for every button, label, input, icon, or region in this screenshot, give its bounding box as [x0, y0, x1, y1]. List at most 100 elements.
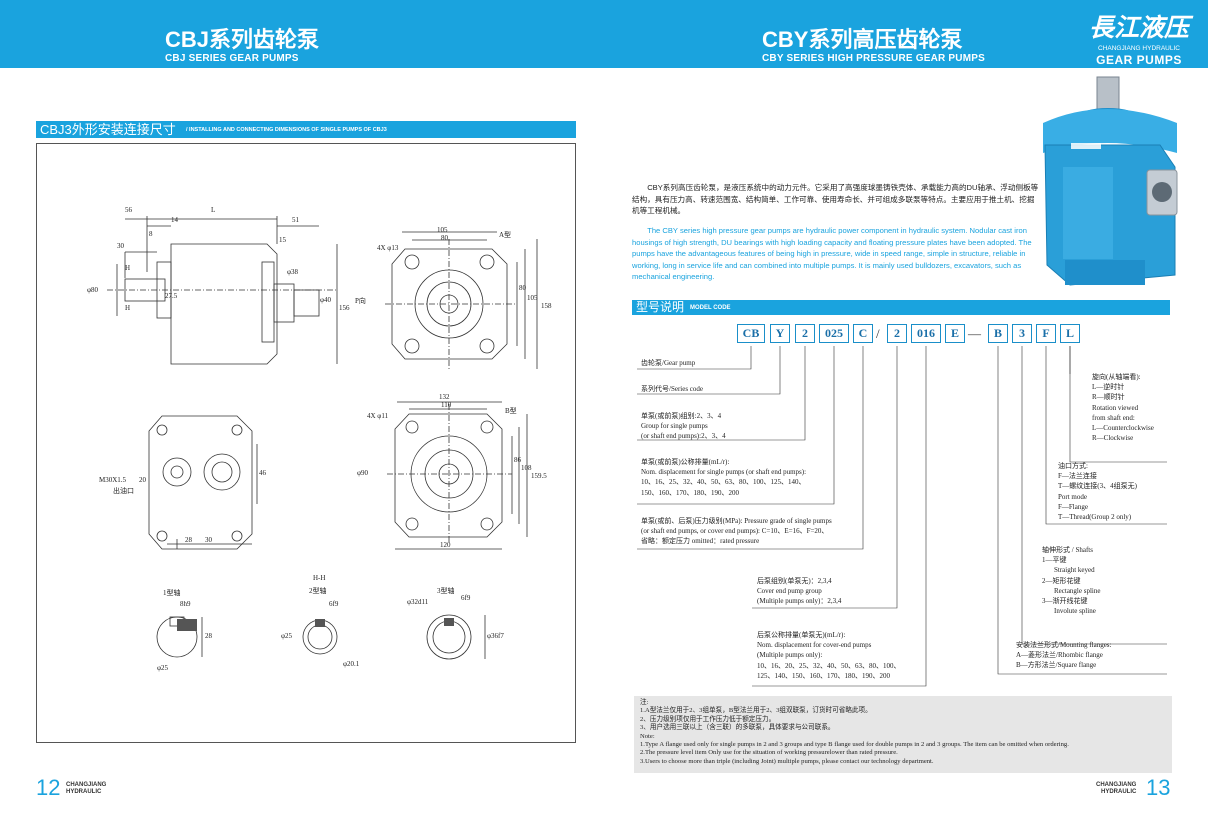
label-line: 10、16、20、25、32、40、50、63、80、100、 — [757, 661, 901, 670]
dim-label: 132 — [439, 393, 450, 401]
footer-brand-line: CHANGJIANG — [1096, 782, 1137, 788]
label-group: 单泵(或前泵)组别:2、3、4 Group for single pumps (… — [641, 411, 726, 442]
label-line: 125、140、150、160、170、180、190、200 — [757, 671, 890, 680]
code-part: L — [1060, 324, 1080, 343]
dim-label: 108 — [521, 464, 532, 472]
dim-label: 46 — [259, 469, 266, 477]
dim-label: φ32d11 — [407, 598, 429, 606]
shaft3-section — [426, 614, 472, 660]
dim-label: φ36f7 — [487, 632, 504, 640]
label-line: 齿轮泵/Gear pump — [641, 359, 696, 367]
section-label: H-H — [313, 574, 326, 582]
dim-label: 30 — [205, 536, 212, 544]
label-port: 油口方式: F—法兰连接 T—螺纹连接(3、4组泵无) Port mode F—… — [1058, 461, 1137, 522]
model-section-subtitle: MODEL CODE — [690, 305, 731, 311]
label-line: B—方形法兰/Square flange — [1016, 661, 1097, 670]
dim-label: φ90 — [357, 469, 369, 477]
label-line: Rectangle spline — [1054, 586, 1101, 595]
label-line: 单泵(或前泵)公称排量(mL/r): — [641, 458, 730, 466]
footer-brand-line: CHANGJIANG — [66, 782, 107, 788]
left-section-title: CBJ3外形安装连接尺寸 — [40, 122, 176, 137]
dim-label: 出油口 — [113, 487, 134, 495]
label-line: Group for single pumps — [641, 422, 708, 431]
dim-label: φ25 — [157, 664, 169, 672]
notes-box: 注: 1.A型法兰仅用于2、3组单泵，B型法兰用于2、3组双联泵，订货时可省略此… — [634, 696, 1172, 773]
shaft3-name: 3型轴 — [437, 587, 455, 595]
dim-label: 28 — [205, 632, 212, 640]
label-line: T—螺纹连接(3、4组泵无) — [1058, 482, 1137, 491]
dim-label: φ80 — [87, 286, 99, 294]
label-line: (Multiple pumps only): — [757, 651, 823, 660]
right-page-number: 13 — [1146, 775, 1171, 800]
logo-english: CHANGJIANG HYDRAULIC — [1098, 45, 1180, 52]
footer-brand-line: HYDRAULIC — [1101, 788, 1137, 795]
dim-label: 159.5 — [531, 472, 547, 480]
dim-label: φ25 — [281, 632, 293, 640]
code-part: E — [945, 324, 965, 343]
label-line: 1—平键 — [1042, 556, 1067, 565]
label-rear-displacement: 后泵公称排量(单泵无)(mL/r): Nom. displacement for… — [757, 630, 901, 681]
label-gear-pump: 齿轮泵/Gear pump — [641, 358, 695, 368]
code-part: 025 — [819, 324, 849, 343]
note-line: 1.A型法兰仅用于2、3组单泵，B型法兰用于2、3组双联泵，订货时可省略此项。 — [640, 707, 872, 715]
dim-label: M30X1.5 — [99, 476, 127, 484]
note-line: 3.Users to choose more than triple (incl… — [640, 757, 934, 765]
left-section-bar: CBJ3外形安装连接尺寸 / INSTALLING AND CONNECTING… — [36, 121, 576, 138]
label-line: Rotation viewed — [1092, 403, 1139, 412]
logo-tagline: GEAR PUMPS — [1096, 53, 1182, 67]
code-part: F — [1036, 324, 1056, 343]
note-line: 2、压力级别项仅用于工作压力低于额定压力。 — [640, 715, 776, 723]
label-line: Nom. displacement for cover-end pumps — [757, 641, 872, 650]
dim-label: P向 — [355, 297, 366, 305]
label-flange: 安装法兰形式/Mounting flanges: A—菱形法兰/Rhombic … — [1016, 640, 1111, 671]
label-line: 旋向(从轴端看): — [1092, 373, 1141, 381]
label-line: Straight keyed — [1054, 566, 1095, 575]
shaft2-name: 2型轴 — [309, 587, 327, 595]
code-part: C — [853, 324, 873, 343]
dim-label: 56 — [125, 206, 132, 214]
label-line: Port mode — [1058, 492, 1087, 501]
model-section-title: 型号说明 — [636, 300, 685, 314]
dim-label: L — [211, 206, 216, 214]
dim-label: 20 — [139, 476, 146, 484]
dim-label: 6f9 — [461, 594, 471, 602]
footer-brand-line: HYDRAULIC — [66, 788, 102, 795]
label-line: from shaft end: — [1092, 413, 1135, 422]
note-line: 3、用户选用三联以上（含三联）的多联泵，具体要求与公司联系。 — [640, 724, 835, 732]
label-line: 后泵组别(单泵无)：2,3,4 — [757, 577, 832, 585]
label-line: 后泵公称排量(单泵无)(mL/r): — [757, 631, 846, 639]
dim-label: H — [125, 264, 131, 272]
side-body — [170, 243, 278, 365]
dim-label: B型 — [505, 407, 517, 415]
label-line: L—逆时针 — [1092, 383, 1125, 392]
dim-label: 105 — [437, 226, 448, 234]
label-line: 3—渐开线花键 — [1042, 597, 1088, 606]
label-line: 油口方式: — [1058, 462, 1088, 470]
label-rear-group: 后泵组别(单泵无)：2,3,4 Cover end pump group (Mu… — [757, 576, 841, 607]
dim-label: 27.5 — [165, 292, 178, 300]
dim-label: 4X φ13 — [377, 244, 399, 252]
dim-label: 86 — [514, 456, 521, 464]
shaft1-name: 1型轴 — [163, 589, 181, 597]
label-line: F—法兰连接 — [1058, 472, 1097, 481]
dim-label: 110 — [441, 401, 452, 409]
header-bar — [0, 0, 1208, 68]
dim-label: 8h9 — [180, 600, 191, 608]
description-cn: CBY系列高压齿轮泵，是液压系统中的动力元件。它采用了高强度球墨铸铁壳体、承载能… — [632, 183, 1039, 216]
dim-label: A型 — [499, 231, 512, 239]
dim-label: φ40 — [320, 296, 332, 304]
label-line: A—菱形法兰/Rhombic flange — [1016, 651, 1103, 660]
right-footer-brand: CHANGJIANG HYDRAULIC — [1096, 782, 1136, 795]
label-line: Nom. displacement for single pumps (or s… — [641, 468, 807, 477]
code-part: B — [988, 324, 1008, 343]
label-line: 单泵(或前泵)组别:2、3、4 — [641, 412, 722, 420]
dim-label: 80 — [519, 284, 526, 292]
label-line: 系列代号/Series code — [641, 385, 704, 393]
label-line: R—顺时针 — [1092, 393, 1125, 402]
model-code-leaders — [637, 346, 1167, 687]
label-line: 省略：额定压力 omitted：rated pressure — [641, 537, 760, 546]
brand-logo: 長江液压 CHANGJIANG HYDRAULIC GEAR PUMPS — [1080, 8, 1198, 67]
note-line: 注: — [640, 699, 649, 706]
dim-label: 6f9 — [329, 600, 339, 608]
code-part: 2 — [887, 324, 907, 343]
